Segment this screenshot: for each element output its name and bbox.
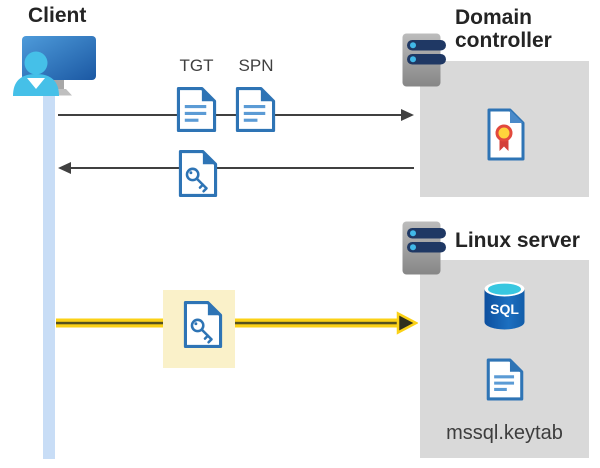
linux-server-icon xyxy=(402,221,446,275)
client-title: Client xyxy=(28,4,87,27)
certificate-icon xyxy=(487,108,525,161)
ticket-response-arrow xyxy=(58,162,414,174)
seal xyxy=(495,124,513,142)
spn-document-icon xyxy=(235,86,276,133)
tgt-document-icon xyxy=(176,86,217,133)
sql-badge-text: SQL xyxy=(490,301,519,317)
key-glyph xyxy=(185,167,208,193)
folded-corner xyxy=(201,88,215,102)
keytab-filename: mssql.keytab xyxy=(446,422,563,444)
tgt-label: TGT xyxy=(179,56,214,75)
arrowhead-left xyxy=(58,162,71,174)
arrowhead-right xyxy=(396,311,418,335)
monitor-neck xyxy=(52,80,64,89)
key-document-icon xyxy=(178,149,218,198)
folded-corner xyxy=(202,151,216,165)
domain-controller-title: Domain controller xyxy=(455,6,552,52)
cylinder-top xyxy=(488,283,521,295)
folded-corner xyxy=(510,110,523,123)
kerberos-auth-arrow xyxy=(56,311,418,335)
person-collar xyxy=(27,78,45,89)
key-document-highlighted-icon xyxy=(183,300,223,349)
client-timeline-bar xyxy=(43,78,55,459)
folded-corner xyxy=(509,360,522,372)
linux-server-title: Linux server xyxy=(455,229,580,252)
ticket-request-arrow xyxy=(58,109,414,121)
cylinder-body xyxy=(484,289,525,330)
client-computer-user-icon xyxy=(13,36,96,96)
person-head xyxy=(24,51,48,75)
spn-label: SPN xyxy=(238,56,274,75)
keytab-document-icon xyxy=(486,358,524,401)
domain-controller-server-icon xyxy=(402,33,446,87)
arrowhead-right xyxy=(401,109,414,121)
key-glyph xyxy=(190,318,213,344)
sql-database-icon: SQL xyxy=(484,281,525,330)
